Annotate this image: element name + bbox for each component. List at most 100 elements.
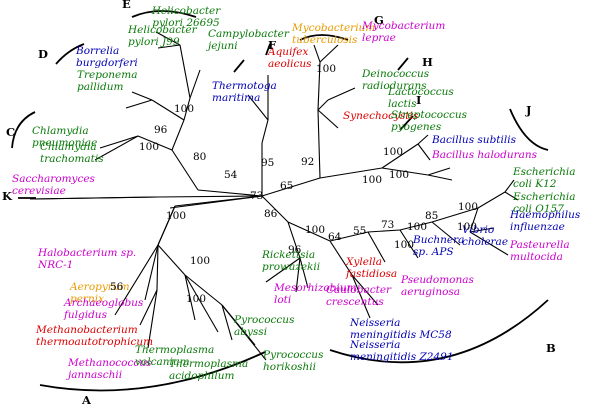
taxon-label-line: Lactococcus [387,86,454,98]
tree-branch [144,244,159,301]
tree-branch [287,221,331,242]
taxon-label: Halobacterium sp.NRC-1 [37,247,136,271]
tree-branch [417,134,429,145]
tree-branch [317,99,329,111]
taxon-label-line: trachomatis [40,153,104,165]
taxon-label-line: aeolicus [268,58,312,70]
clade-brackets [11,10,549,392]
clade-letter: B [546,341,556,355]
clade-letter: F [268,38,277,52]
taxon-label-line: tuberculosis [292,34,358,46]
tree-branch [431,207,479,223]
tree-branch [431,221,461,246]
bootstrap-value: 100 [166,210,186,222]
taxon-label-line: horikoshii [263,361,316,373]
tree-branch [427,174,453,181]
clade-letter: C [6,125,15,139]
tree-branches [29,31,519,361]
taxon-label-line: Mesorhizobium [273,282,357,294]
taxon-label-line: Bacillus halodurans [431,149,538,161]
taxon-label-line: meningitidis MC58 [350,329,452,341]
bootstrap-value: 80 [193,151,206,163]
taxon-label-line: Escherichia [512,166,576,178]
tree-branch [183,97,191,121]
tree-branch [317,109,339,129]
taxon-label-line: Thermoplasma [169,358,248,370]
bootstrap-value: 96 [154,124,168,136]
bootstrap-value: 100 [174,103,194,115]
taxon-label-line: NRC-1 [37,259,73,271]
bootstrap-value: 100 [139,141,159,153]
clade-bracket [265,43,271,56]
clade-bracket [55,43,85,65]
tree-branch [261,195,289,223]
taxon-label-line: Mycobacterium [291,22,375,34]
tree-branch [351,274,371,319]
tree-branch [139,289,158,326]
taxon-label-line: pyogenes [391,121,442,133]
taxon-label-line: pneumoniae [32,137,97,149]
clade-letter: D [38,47,48,61]
taxon-label-line: Methanobacterium [35,324,138,336]
tree-branch [197,189,263,197]
bootstrap-value: 100 [316,63,336,75]
taxon-label-line: Halobacterium sp. [37,247,136,259]
bootstrap-value: 73 [381,219,394,231]
tree-branch [157,205,176,246]
taxon-label-line: Aquifex [267,46,309,58]
taxon-label-line: Neisseria [349,339,400,351]
clade-bracket [329,299,549,364]
tree-branch [287,221,301,259]
bootstrap-value: 100 [457,221,477,233]
bootstrap-value: 100 [362,174,382,186]
clade-bracket [399,115,414,131]
tree-branch [367,229,401,233]
taxon-label-line: Neisseria [349,317,400,329]
taxon-label-line: lactis [388,98,417,110]
tree-branch [399,229,419,259]
tree-branch [157,44,181,49]
taxon-label-line: Pasteurella [509,239,570,251]
clade-letter: H [422,55,433,69]
tree-branch [295,257,301,293]
tree-branch [351,274,379,306]
taxon-label-line: Thermotoga [212,80,277,92]
tree-branch [99,135,139,149]
tree-branch [157,195,263,198]
clade-bracket [233,59,245,73]
taxon-label-line: coli K12 [513,178,557,190]
bootstrap-value: 100 [186,293,206,305]
taxon-label-line: pylori 26695 [152,17,220,29]
tree-branch [171,119,185,151]
taxon-label-line: crescentus [326,296,384,308]
taxon-label-line: leprae [362,32,396,44]
tree-branch [367,231,386,263]
tree-branch [147,289,158,349]
tree-branch [427,167,451,176]
tree-branch [381,143,419,169]
clade-letter: A [81,393,92,407]
tree-branch [184,274,196,321]
clade-bracket [397,57,409,71]
taxon-label-line: sp. APS [413,246,454,258]
